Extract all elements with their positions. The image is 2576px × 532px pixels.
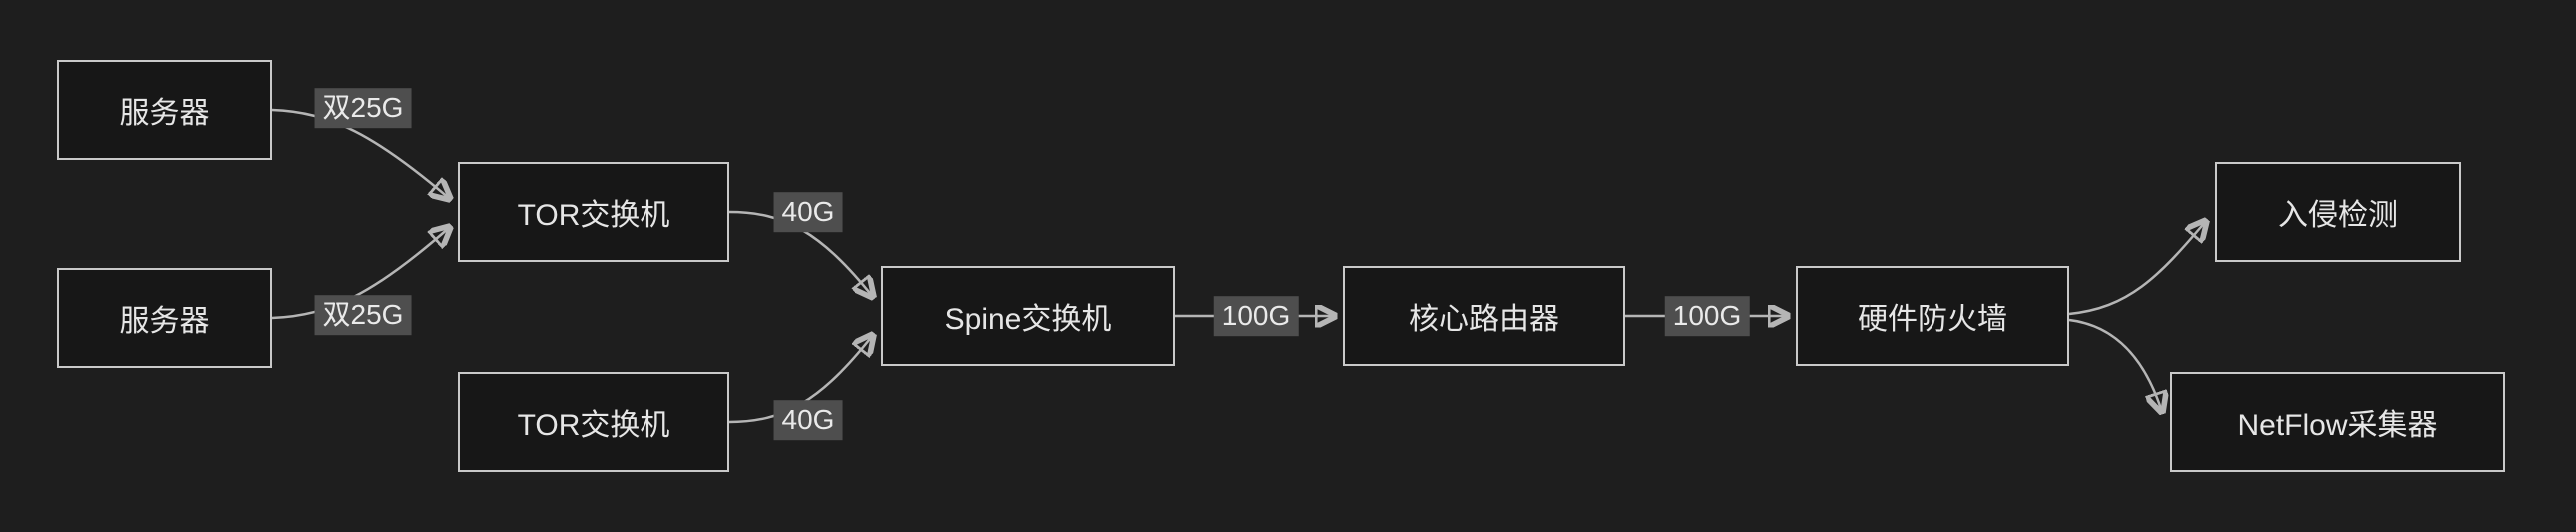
edge-server1-tor1 <box>271 108 450 199</box>
node-server-1: 服务器 <box>57 60 272 160</box>
edge-label-tor2-spine: 40G <box>773 400 843 440</box>
edge-firewall-ids <box>2068 221 2206 316</box>
node-tor-switch-1: TOR交换机 <box>458 162 729 262</box>
node-intrusion-detection: 入侵检测 <box>2215 162 2461 262</box>
node-hardware-firewall: 硬件防火墙 <box>1796 266 2069 366</box>
node-tor-switch-2: TOR交换机 <box>458 372 729 472</box>
edge-label-server1-tor1: 双25G <box>314 88 412 128</box>
node-server-2: 服务器 <box>57 268 272 368</box>
node-netflow-collector: NetFlow采集器 <box>2170 372 2505 472</box>
node-spine-switch: Spine交换机 <box>881 266 1175 366</box>
edge-label-server2-tor1: 双25G <box>314 295 412 335</box>
edge-firewall-netflow <box>2068 318 2162 412</box>
edge-label-tor1-spine: 40G <box>773 192 843 232</box>
edge-label-spine-core: 100G <box>1213 296 1299 336</box>
node-core-router: 核心路由器 <box>1343 266 1625 366</box>
edge-label-core-firewall: 100G <box>1664 296 1750 336</box>
